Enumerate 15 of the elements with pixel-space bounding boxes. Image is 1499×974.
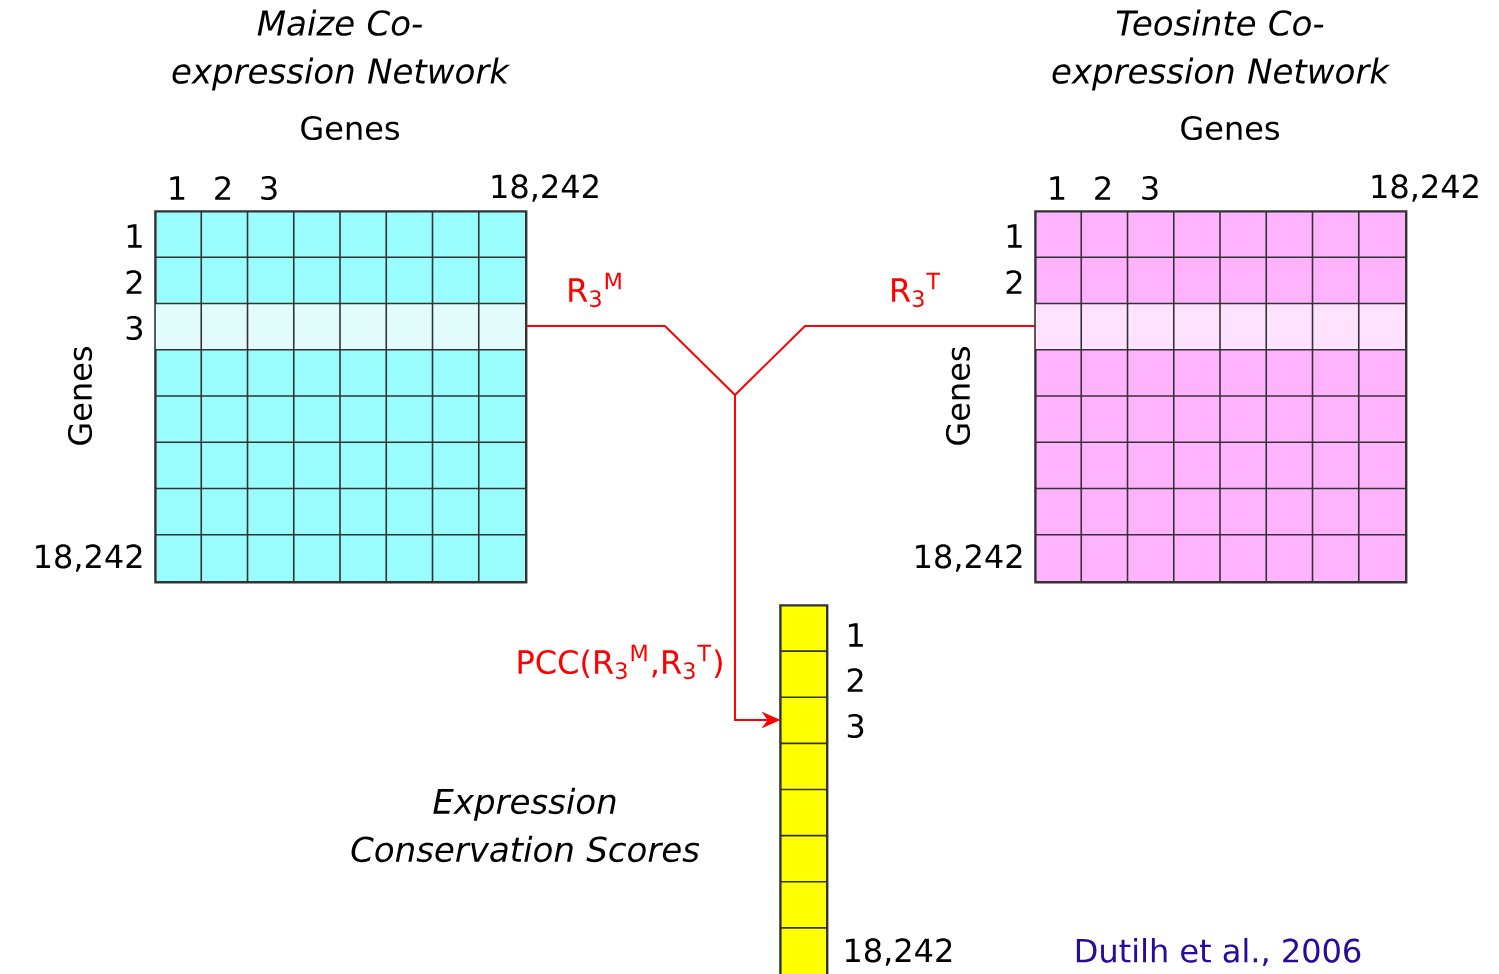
heading: Expression Conservation Scores	[351, 787, 700, 863]
axis-title: Genes	[1181, 115, 1279, 141]
heading: Maize Co-expression Network	[172, 9, 511, 91]
axis-label: 18,242	[492, 174, 598, 202]
axis-label: 18,242	[916, 544, 1022, 572]
formula-label: PCC(R$_{3}$$^{M}$,R$_{3}$$^{T}$)	[518, 644, 722, 680]
edge-label: R$_{3}$T	[886, 270, 944, 310]
axis-title: Genes	[67, 347, 93, 445]
axis-title: Genes	[945, 347, 971, 445]
heading: Teosinte Co-expression Network	[1052, 9, 1391, 91]
axis-title: Genes	[301, 115, 399, 141]
citation: Dutilh et al., 2006	[1076, 938, 1361, 967]
axis-label: 18,242	[1372, 174, 1478, 202]
edge-label: R$_{3}$M	[564, 270, 626, 310]
axis-label: 2	[1006, 270, 1022, 294]
